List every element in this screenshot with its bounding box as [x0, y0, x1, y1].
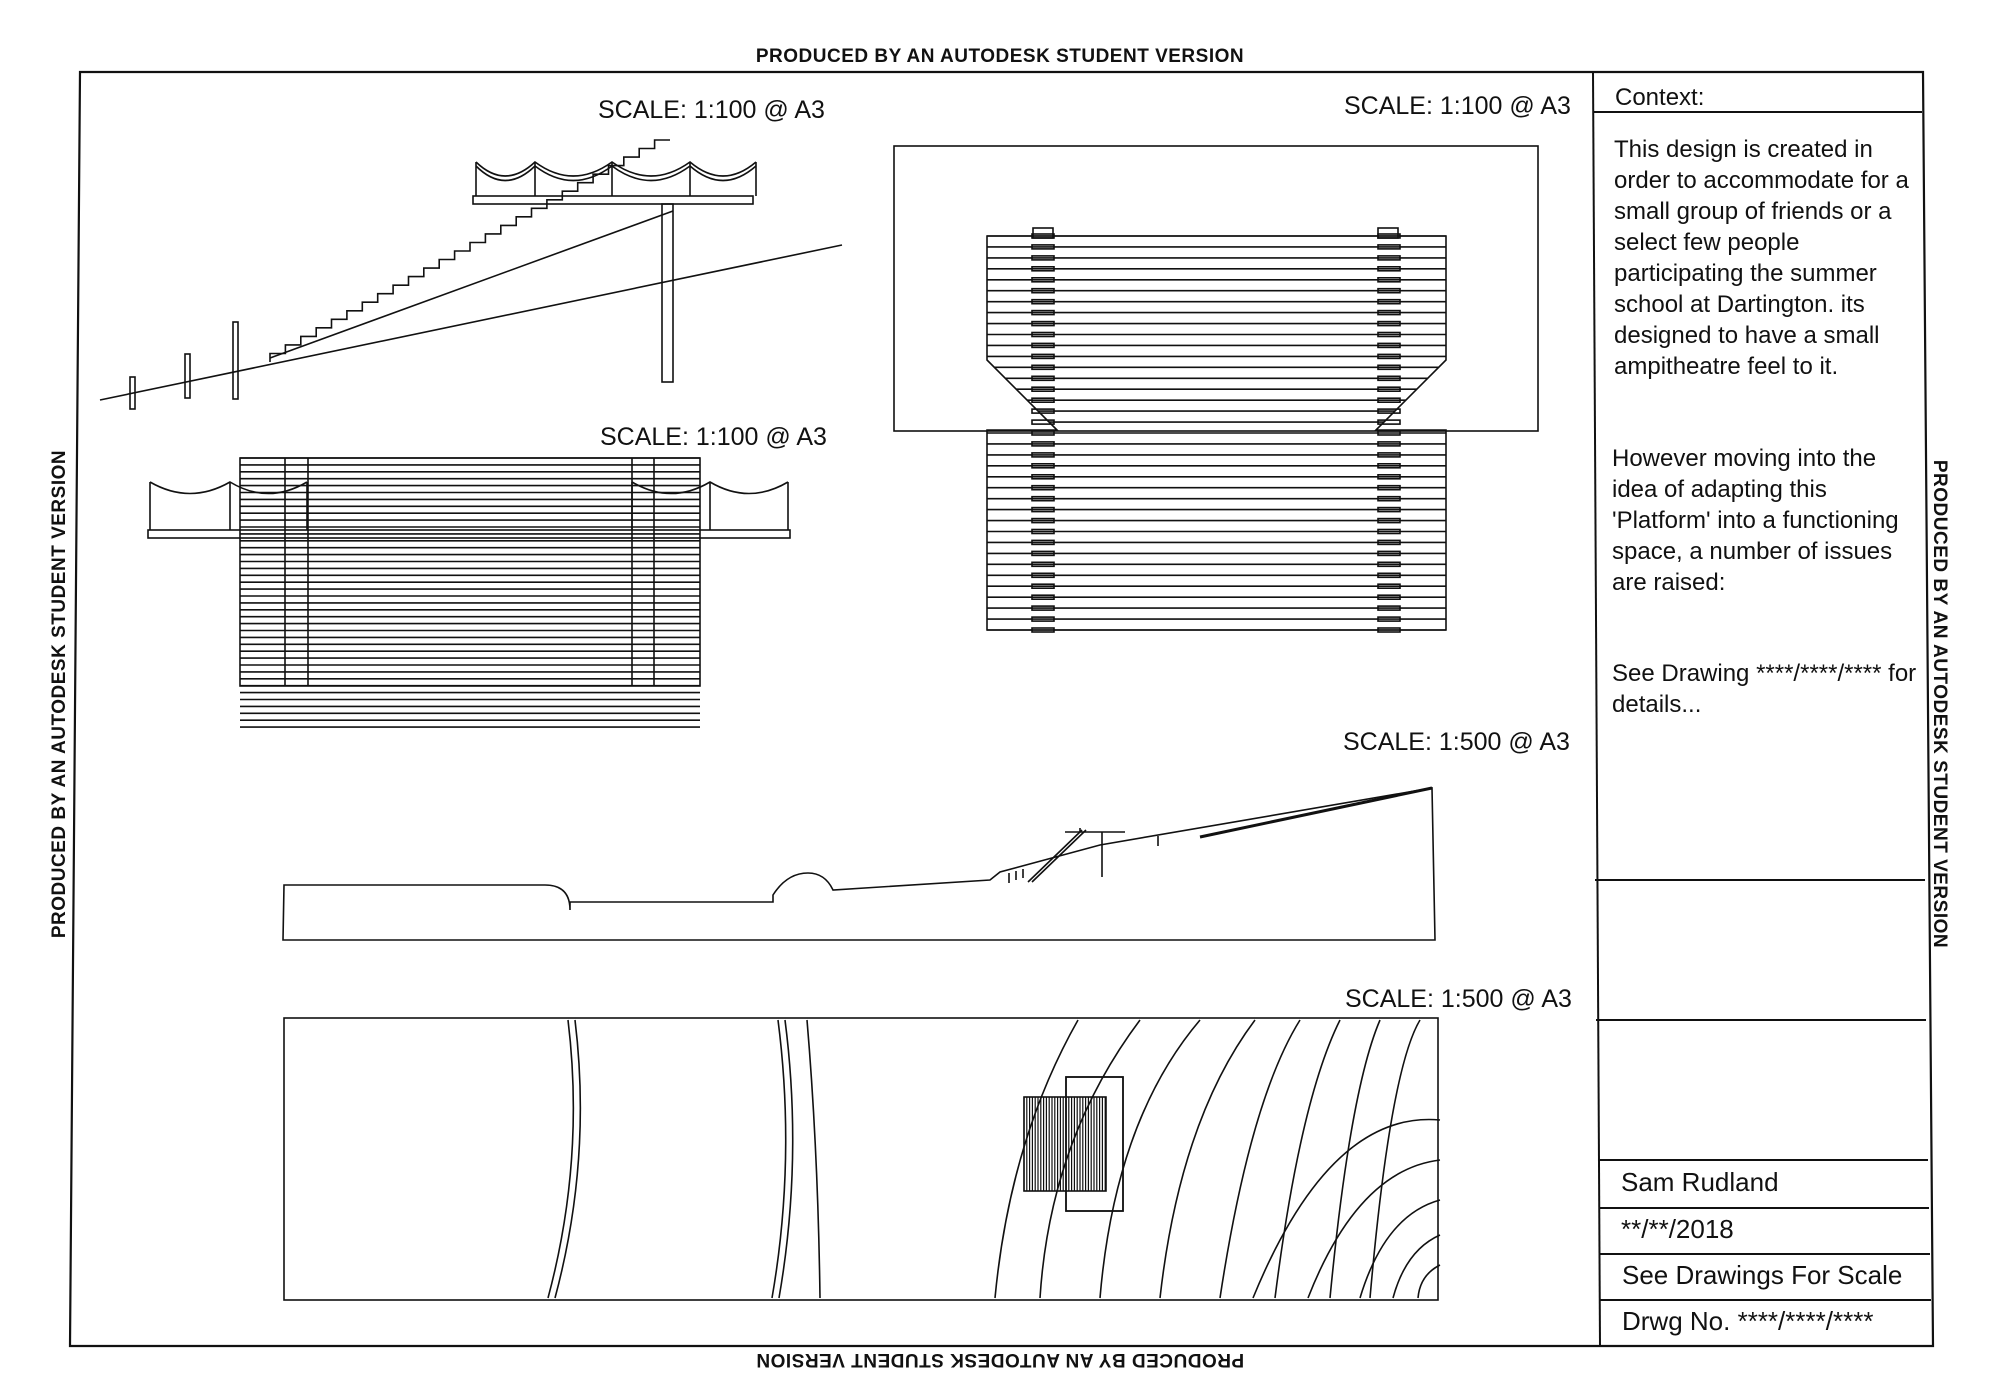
scale-label-front-elevation: SCALE: 1:100 @ A3: [600, 423, 827, 451]
side-elevation-drawing: [99, 139, 843, 410]
drawing-number: Drwg No. ****/****/****: [1622, 1306, 1874, 1336]
context-paragraph-3: See Drawing ****/****/**** for details..…: [1612, 660, 1923, 718]
title-block: [1592, 71, 1931, 1347]
front-elevation-drawing: [147, 457, 791, 728]
scale-label-plan: SCALE: 1:100 @ A3: [1344, 92, 1571, 120]
site-plan-drawing: [283, 1017, 1441, 1301]
author-name: Sam Rudland: [1621, 1167, 1779, 1197]
sheet-border: [68, 70, 1935, 1348]
scale-label-site-plan: SCALE: 1:500 @ A3: [1345, 985, 1572, 1013]
scale-label-side-elevation: SCALE: 1:100 @ A3: [598, 96, 825, 124]
context-heading: Context:: [1615, 84, 1705, 111]
scale-note: See Drawings For Scale: [1622, 1260, 1903, 1290]
site-section-drawing: [282, 786, 1436, 941]
platform-plan-drawing: [893, 145, 1539, 633]
watermark-top: PRODUCED BY AN AUTODESK STUDENT VERSION: [755, 46, 1245, 67]
scale-label-site-section: SCALE: 1:500 @ A3: [1343, 728, 1570, 756]
context-paragraph-1: This design is created in order to accom…: [1614, 136, 1916, 380]
context-paragraph-2: However moving into the idea of adapting…: [1612, 445, 1906, 596]
drawing-date: **/**/2018: [1621, 1214, 1734, 1244]
